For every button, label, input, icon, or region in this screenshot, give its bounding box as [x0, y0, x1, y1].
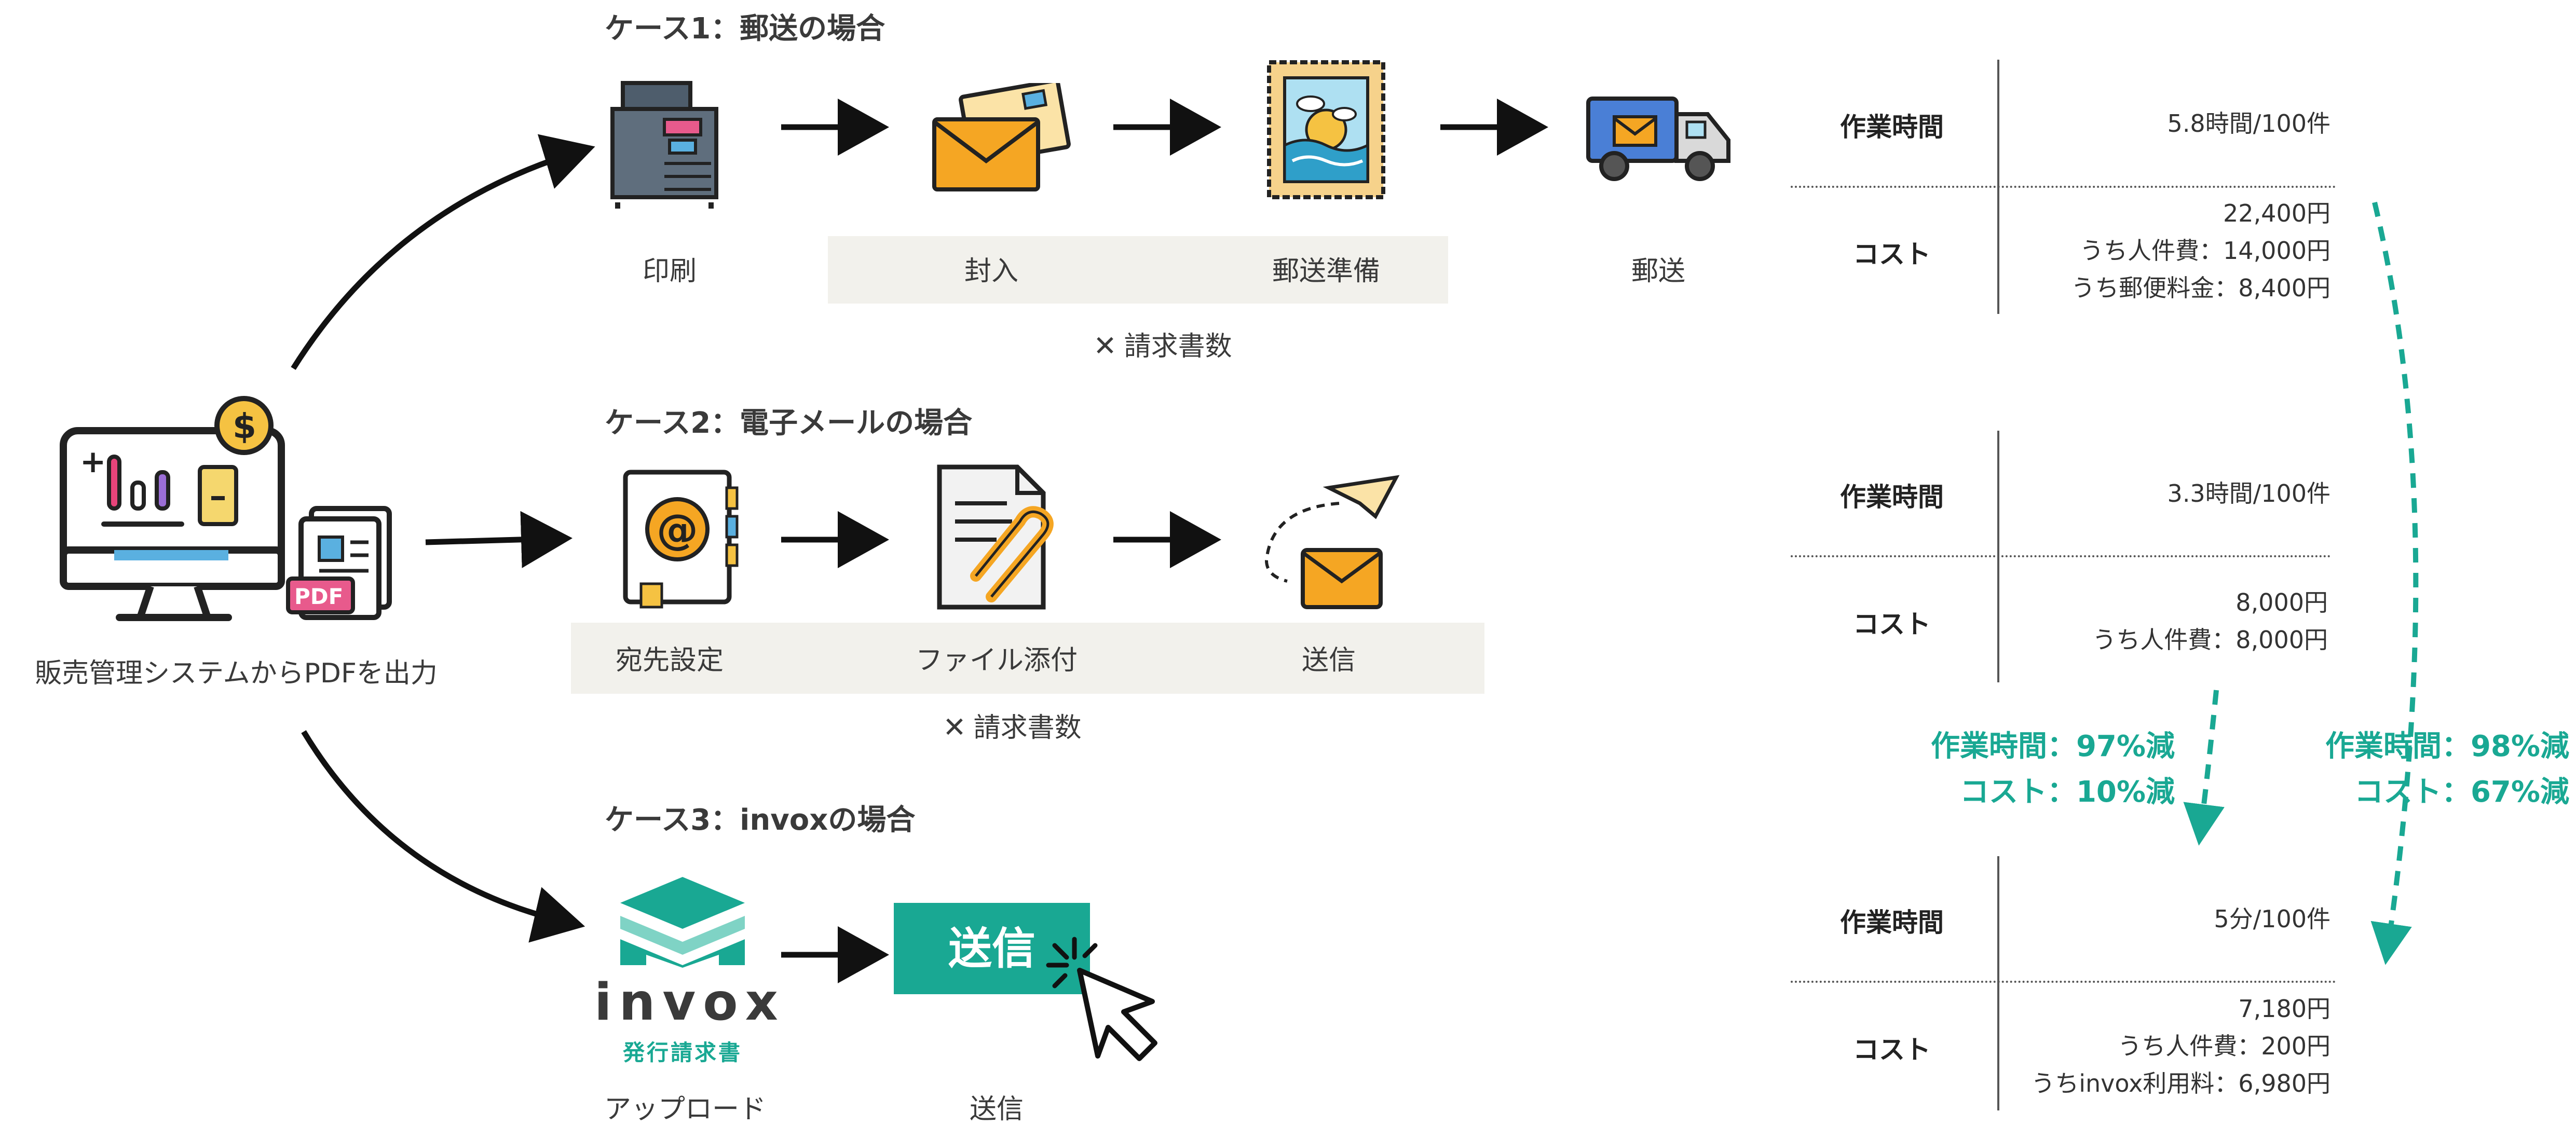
- table2-time-key: 作業時間: [1840, 482, 1944, 512]
- svg-text:+: +: [80, 444, 106, 480]
- reduction-vs-mail: 作業時間：98%減 コスト：67%減: [2258, 724, 2569, 815]
- case3-step-upload: アップロード: [604, 1094, 766, 1125]
- cursor-click-icon: [1043, 934, 1178, 1069]
- case1-step-enclose: 封入: [964, 256, 1018, 287]
- stamp-icon: [1261, 57, 1391, 202]
- arrow-to-case2: [425, 511, 573, 568]
- svg-text:@: @: [657, 505, 698, 554]
- table2-cost-total: 8,000円: [2236, 588, 2328, 616]
- table1-time-key: 作業時間: [1840, 112, 1944, 142]
- table2-cost-lines: 8,000円 うち人件費：8,000円: [2014, 584, 2328, 658]
- send-mail-icon: [1251, 467, 1407, 617]
- case2-multiplier-text: 請求書数: [973, 712, 1082, 744]
- table3-cost-total: 7,180円: [2238, 995, 2330, 1023]
- reduction-vs-mail-time: 作業時間：98%減: [2325, 730, 2569, 763]
- reduction-arrow-vs-mail: [2370, 201, 2419, 965]
- svg-text:$: $: [233, 406, 256, 446]
- envelope-icon: [929, 78, 1074, 197]
- source-computer-icon: + $ PDF: [57, 394, 420, 628]
- table1-cost-lines: 22,400円 うち人件費：14,000円 うち郵便料金：8,400円: [2014, 195, 2330, 307]
- case3-title: ケース3：invoxの場合: [605, 803, 916, 837]
- case1-repeat-band: [828, 236, 1448, 304]
- invox-logo: invox 発行請求書: [594, 872, 778, 1065]
- reduction-vs-email: 作業時間：97%減 コスト：10%減: [1869, 724, 2175, 815]
- case2-title: ケース2：電子メールの場合: [605, 406, 973, 440]
- case1-title: ケース1：郵送の場合: [605, 12, 885, 46]
- pdf-tag-text: PDF: [294, 584, 343, 609]
- table1-cost-postage: うち郵便料金：8,400円: [2071, 274, 2330, 302]
- table1-cost-labor: うち人件費：14,000円: [2080, 237, 2330, 265]
- table1-time-value: 5.8時間/100件: [2167, 109, 2330, 138]
- case2-step-address: 宛先設定: [615, 645, 724, 676]
- invox-logo-word: invox: [594, 973, 785, 1032]
- reduction-arrow-vs-email: [2183, 690, 2225, 846]
- case3-step-send: 送信: [969, 1094, 1024, 1125]
- table3-cost-labor: うち人件費：200円: [2118, 1032, 2330, 1060]
- truck-icon: [1583, 93, 1734, 187]
- arrow-to-case1: [291, 134, 595, 370]
- case1-step-prepare: 郵送準備: [1272, 256, 1380, 287]
- table3-time-value: 5分/100件: [2214, 905, 2330, 933]
- invox-logo-sub: 発行請求書: [622, 1040, 742, 1065]
- table1-cost-key: コスト: [1853, 239, 1931, 269]
- table3-cost-invox: うちinvox利用料：6,980円: [2031, 1069, 2330, 1097]
- source-label: 販売管理システムからPDFを出力: [35, 658, 438, 689]
- table3-row-separator: [1791, 981, 2336, 983]
- table2-time-value: 3.3時間/100件: [2167, 479, 2330, 507]
- case2-multiplier: ✕請求書数: [882, 706, 1142, 745]
- arrow-to-case3: [301, 730, 585, 943]
- table3-cost-key: コスト: [1853, 1035, 1931, 1065]
- multiply-icon: ✕: [943, 711, 966, 744]
- table3-time-key: 作業時間: [1840, 908, 1944, 938]
- table2-cost-key: コスト: [1853, 609, 1931, 639]
- table1-row-separator: [1791, 186, 2336, 188]
- case2-step-send: 送信: [1301, 645, 1356, 676]
- attachment-icon: [934, 462, 1069, 612]
- case1-step-mail: 郵送: [1631, 256, 1685, 287]
- case1-multiplier: ✕請求書数: [1033, 324, 1292, 363]
- reduction-vs-email-time: 作業時間：97%減: [1930, 730, 2175, 763]
- table2-cost-labor: うち人件費：8,000円: [2092, 626, 2328, 654]
- case2-step-attach: ファイル添付: [915, 645, 1078, 676]
- multiply-icon: ✕: [1093, 329, 1117, 362]
- table3-cost-lines: 7,180円 うち人件費：200円 うちinvox利用料：6,980円: [2014, 990, 2330, 1102]
- case1-multiplier-text: 請求書数: [1124, 331, 1232, 362]
- reduction-vs-email-cost: コスト：10%減: [1959, 775, 2175, 809]
- reduction-vs-mail-cost: コスト：67%減: [2354, 775, 2569, 809]
- table1-cost-total: 22,400円: [2223, 199, 2330, 227]
- table2-row-separator: [1791, 555, 2330, 557]
- case2-repeat-band: [571, 623, 1484, 694]
- table3-divider: [1997, 856, 1999, 1110]
- invox-layers-icon: [620, 877, 745, 968]
- address-book-icon: @: [620, 467, 750, 612]
- case1-step-print: 印刷: [642, 256, 697, 287]
- printer-icon: [602, 73, 737, 213]
